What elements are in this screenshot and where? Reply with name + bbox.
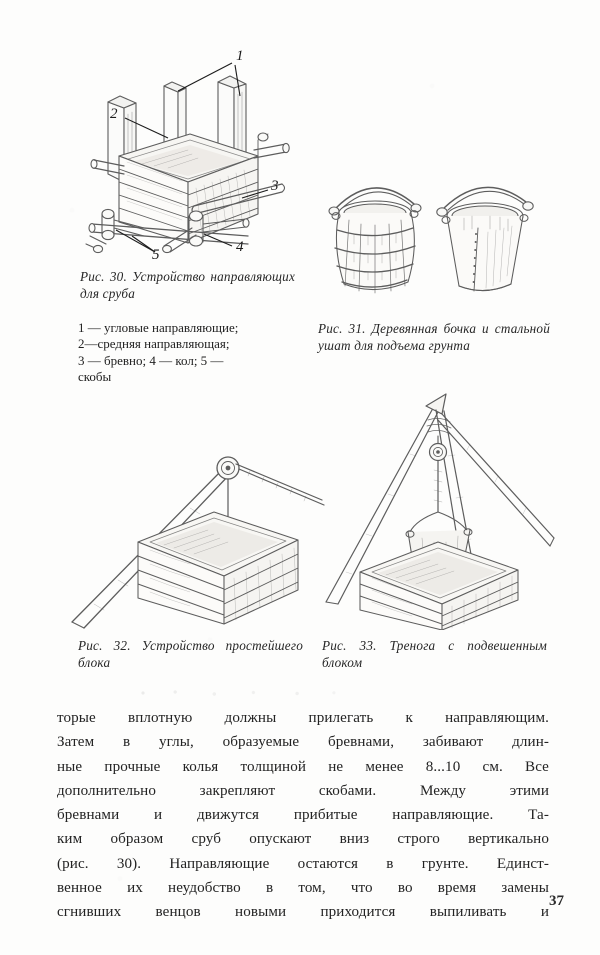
figure-33-image xyxy=(318,386,574,630)
figure-30-callout-2: 2 xyxy=(110,106,118,122)
figure-30-callout-5: 5 xyxy=(152,247,160,260)
figure-33-caption: Рис. 33. Тренога с подвешенным блоком xyxy=(322,638,547,670)
body-line: торые вплотную должны прилегать к направ… xyxy=(57,710,549,726)
body-line: сгнивших венцов новыми приходится выпили… xyxy=(57,904,549,921)
figure-31-caption: Рис. 31. Деревянная бочка и стальной уша… xyxy=(318,321,550,353)
legend-line: 2—средняя направляющая; xyxy=(78,336,230,352)
figure-30-callout-1: 1 xyxy=(236,48,244,64)
body-line: бревнами и движутся прибитые направляющи… xyxy=(57,807,549,824)
figure-30-image: 1 2 3 4 5 xyxy=(72,38,297,260)
body-line: (рис. 30). Направляющие остаются в грунт… xyxy=(57,855,549,872)
figure-32-image xyxy=(58,438,326,630)
body-line: дополнительно закрепляют скобами. Между … xyxy=(57,782,549,799)
figure-30-caption: Рис. 30. Устройство направляющих для сру… xyxy=(80,269,295,301)
page-number: 37 xyxy=(549,893,564,909)
body-paragraph: торые вплотную должны прилегать к направ… xyxy=(57,706,549,925)
body-line: венное их неудобство в том, что во время… xyxy=(57,880,549,897)
legend-line: 3 — бревно; 4 — кол; 5 — xyxy=(78,352,224,368)
legend-line: скобы xyxy=(78,369,112,385)
figure-31-image xyxy=(318,172,558,302)
body-line: ные прочные колья толщиной не менее 8...… xyxy=(57,758,549,775)
scan-artifact xyxy=(120,688,350,698)
body-line: ким образом сруб опускают вниз строго ве… xyxy=(57,831,549,848)
figure-30-callout-4: 4 xyxy=(236,239,244,255)
figure-30-callout-3: 3 xyxy=(270,178,279,194)
figure-32-caption: Рис. 32. Устройство простейшего блока xyxy=(78,638,303,670)
body-line: Затем в углы, образуемые бревнами, забив… xyxy=(57,734,549,751)
legend-line: 1 — угловые направляющие; xyxy=(78,320,239,335)
figure-30-legend: 1 — угловые направляющие; 2—средняя напр… xyxy=(78,320,296,386)
